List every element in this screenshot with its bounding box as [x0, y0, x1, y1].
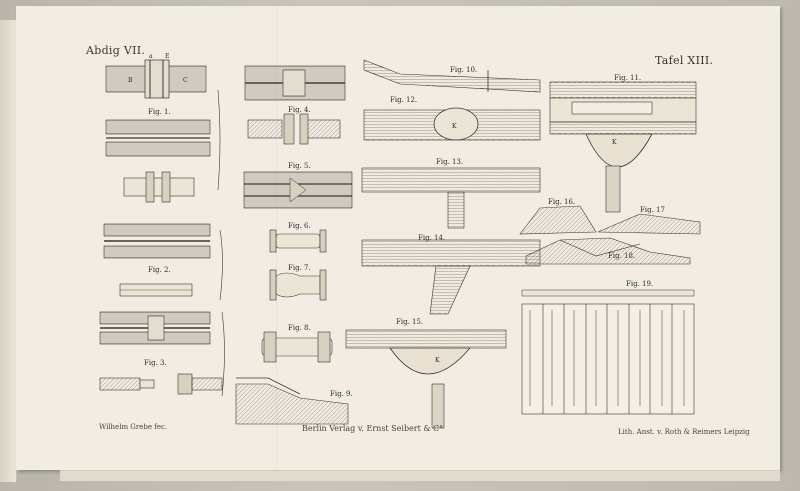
svg-text:K: K: [452, 123, 457, 130]
fig-3-label: Fig. 3.: [144, 359, 167, 367]
lithographer-credit: Lith. Anst. v. Roth & Reimers Leipzig: [618, 428, 750, 436]
fig-12-drawing: K: [363, 107, 541, 141]
fig-6-drawing: [269, 229, 327, 253]
svg-text:B: B: [128, 77, 133, 84]
fig-2-label: Fig. 2.: [148, 266, 171, 274]
fig-9-label: Fig. 9.: [330, 390, 353, 398]
fig-13-drawing: [361, 167, 541, 229]
section-header: Abdig VII.: [86, 44, 146, 57]
fig-13-label: Fig. 13.: [436, 158, 463, 166]
publisher-credit: Berlin Verlag v. Ernst Seibert & C°: [302, 424, 444, 433]
fig-11-drawing: K: [549, 81, 697, 213]
fig-6-label: Fig. 6.: [288, 222, 311, 230]
fig-5-label: Fig. 5.: [288, 162, 311, 170]
fig-14-label: Fig. 14.: [418, 234, 445, 242]
fig-17-label: Fig. 17: [640, 206, 665, 214]
plate-bottom-edge: [60, 470, 780, 481]
fig-18-drawing: [525, 237, 691, 265]
fig-1-label: Fig. 1.: [148, 108, 171, 116]
fig-16-label: Fig. 16.: [548, 198, 575, 206]
fig-19-drawing: [521, 289, 695, 415]
fig-1-drawing: B C a E: [105, 53, 221, 203]
fig-14-drawing: [361, 239, 541, 315]
fig-7-drawing: [269, 269, 327, 301]
fig-4-label: Fig. 4.: [288, 106, 311, 114]
fig-7-label: Fig. 7.: [288, 264, 311, 272]
fig-9-drawing: [235, 377, 349, 425]
fig-10-label: Fig. 10.: [450, 66, 477, 74]
svg-text:E: E: [165, 53, 169, 60]
fig-18-label: Fig. 18.: [608, 252, 635, 260]
engraver-credit: Wilhelm Grebe fec.: [99, 423, 168, 431]
fig-8-label: Fig. 8.: [288, 324, 311, 332]
fig-3-drawing: [99, 311, 225, 397]
fig-12-label: Fig. 12.: [390, 96, 417, 104]
svg-text:a: a: [149, 53, 153, 60]
fig-16-drawing: [519, 205, 597, 235]
fig-2-drawing: [103, 223, 223, 301]
fig-8-drawing: [261, 331, 333, 363]
fig-15-drawing: K: [345, 329, 507, 429]
fig-10-drawing: [363, 59, 541, 93]
fig-4-drawing: [244, 65, 346, 145]
fig-15-label: Fig. 15.: [396, 318, 423, 326]
plate-number: Tafel XIII.: [655, 54, 714, 67]
fig-17-drawing: [597, 213, 701, 235]
fig-5-drawing: [243, 171, 353, 209]
fig-11-label: Fig. 11.: [614, 74, 641, 82]
fig-19-label: Fig. 19.: [626, 280, 653, 288]
svg-text:K: K: [612, 139, 617, 146]
svg-text:C: C: [183, 77, 188, 84]
svg-text:K: K: [435, 357, 440, 364]
